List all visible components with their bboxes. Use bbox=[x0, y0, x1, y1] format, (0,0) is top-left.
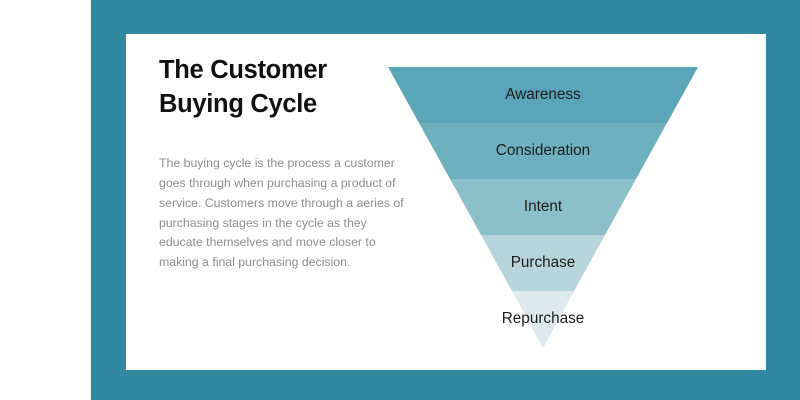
content-card: The Customer Buying Cycle The buying cyc… bbox=[126, 34, 766, 370]
funnel-segment-3[interactable] bbox=[450, 179, 636, 235]
funnel-segment-4[interactable] bbox=[481, 235, 605, 291]
page-title: The Customer Buying Cycle bbox=[159, 56, 327, 118]
funnel-svg bbox=[388, 67, 698, 348]
body-paragraph: The buying cycle is the process a custom… bbox=[159, 155, 404, 270]
text-column: The Customer Buying Cycle The buying cyc… bbox=[159, 54, 414, 273]
funnel-segment-5[interactable] bbox=[512, 291, 574, 348]
funnel-segment-2[interactable] bbox=[419, 123, 667, 179]
funnel-chart: Awareness Consideration Intent Purchase … bbox=[388, 67, 698, 348]
funnel-segment-1[interactable] bbox=[388, 67, 698, 123]
